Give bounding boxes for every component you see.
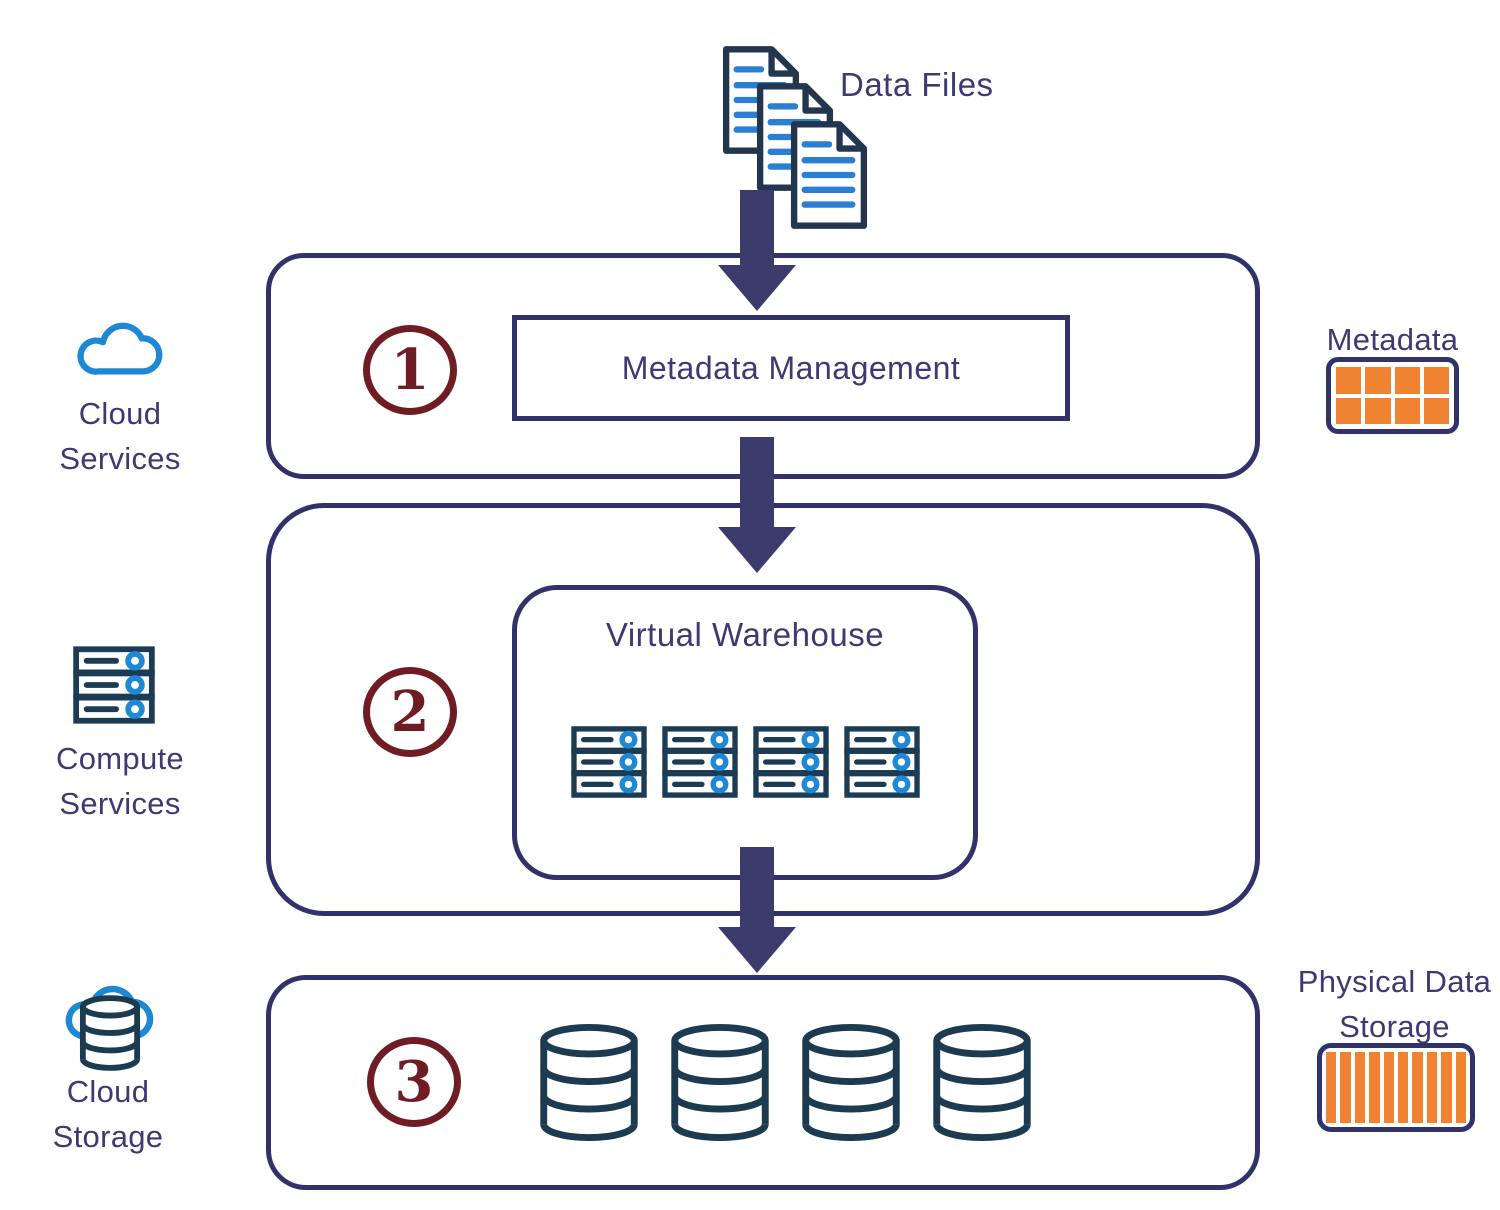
virtual-warehouse-servers — [512, 726, 978, 798]
metadata-grid-cell — [1423, 397, 1449, 424]
step-3-badge: 3 — [367, 1037, 461, 1127]
server-icon — [73, 646, 155, 724]
arrow-down-icon — [718, 437, 796, 573]
arrow-down-icon — [718, 190, 796, 311]
step-1-badge: 1 — [363, 325, 457, 415]
metadata-grid-cell — [1336, 397, 1362, 424]
metadata-management-box: Metadata Management — [512, 315, 1070, 421]
cloud-services-label: Cloud Services — [59, 396, 181, 476]
metadata-grid-cell — [1365, 367, 1391, 394]
metadata-grid-icon — [1326, 357, 1459, 434]
metadata-grid-cell — [1394, 397, 1420, 424]
compute-services-label: Compute Services — [56, 741, 184, 821]
storage-stripe — [1383, 1052, 1395, 1123]
metadata-grid-cell — [1423, 367, 1449, 394]
physical-data-storage-label: Physical Data Storage — [1297, 964, 1492, 1044]
storage-stripe — [1354, 1052, 1366, 1123]
storage-stripe — [1398, 1052, 1409, 1123]
database-icon — [79, 995, 141, 1071]
storage-stripe — [1426, 1052, 1438, 1123]
database-icon — [932, 1023, 1031, 1142]
document-icon — [790, 121, 868, 229]
cloud-icon — [77, 322, 163, 375]
server-icon — [752, 726, 829, 798]
metadata-grid-cell — [1394, 367, 1420, 394]
storage-stripe — [1369, 1052, 1380, 1123]
arrow-down-icon — [718, 847, 796, 973]
storage-stripe — [1412, 1052, 1423, 1123]
database-icon — [539, 1023, 638, 1142]
storage-stripe — [1455, 1052, 1467, 1123]
cloud-storage-label: Cloud Storage — [52, 1074, 164, 1154]
physical-storage-icon — [1317, 1043, 1475, 1132]
storage-stripe — [1441, 1052, 1452, 1123]
data-files-label: Data Files — [840, 66, 994, 103]
database-icon — [801, 1023, 900, 1142]
database-icon — [670, 1023, 769, 1142]
data-files-icon-stack — [720, 44, 870, 234]
storage-stripe — [1326, 1052, 1337, 1123]
cloud-icon — [65, 985, 154, 1040]
cloud-storage-icon — [58, 978, 162, 1074]
server-icon — [843, 726, 920, 798]
virtual-warehouse-label: Virtual Warehouse — [605, 616, 885, 653]
step-2-badge: 2 — [363, 667, 457, 757]
storage-stripe — [1340, 1052, 1351, 1123]
metadata-grid-cell — [1336, 367, 1362, 394]
metadata-label: Metadata — [1326, 322, 1459, 357]
physical-storage-databases — [512, 1022, 1058, 1144]
server-icon — [570, 726, 647, 798]
server-icon — [661, 726, 738, 798]
metadata-grid-cell — [1365, 397, 1391, 424]
